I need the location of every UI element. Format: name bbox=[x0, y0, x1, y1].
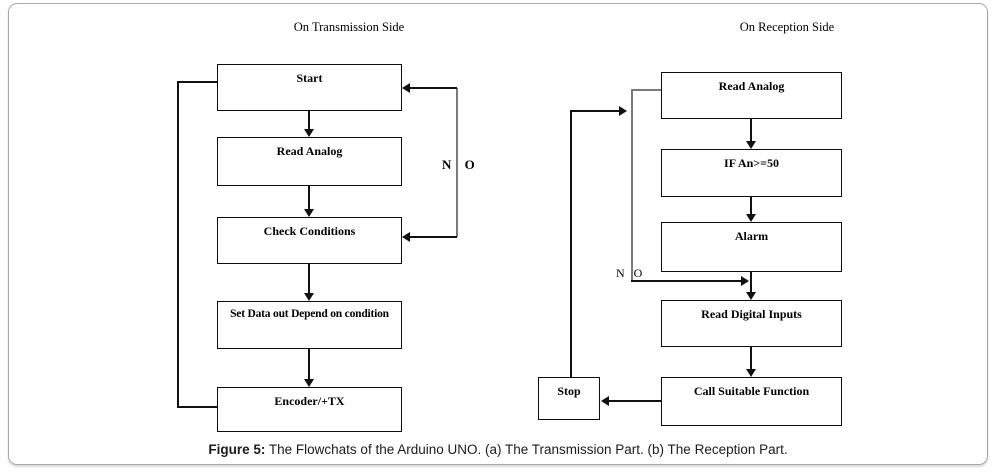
arrowhead-right-icon bbox=[741, 276, 749, 286]
no-branch-label-rx: N O bbox=[616, 266, 646, 280]
arrowhead-down-icon bbox=[304, 129, 314, 137]
connector-setdata-to-encoder bbox=[308, 349, 310, 381]
connector-loop-top-tx bbox=[177, 81, 217, 83]
figure-caption: Figure 5: The Flowchats of the Arduino U… bbox=[9, 442, 987, 457]
connector-check-to-setdata bbox=[308, 264, 310, 295]
caption-prefix: Figure 5: bbox=[208, 442, 266, 457]
arrowhead-down-icon bbox=[746, 369, 756, 377]
connector-loop-bottom-tx bbox=[177, 406, 217, 408]
node-if-condition: IF An>=50 bbox=[661, 149, 842, 197]
connector-read-to-if bbox=[750, 119, 752, 143]
node-encoder-tx: Encoder/+TX bbox=[217, 387, 402, 432]
node-alarm: Alarm bbox=[661, 222, 842, 272]
node-check-conditions: Check Conditions bbox=[217, 217, 402, 264]
node-read-analog-tx: Read Analog bbox=[217, 137, 402, 186]
connector-stop-loop-vertical bbox=[570, 111, 572, 377]
arrowhead-down-icon bbox=[746, 214, 756, 222]
arrowhead-left-icon bbox=[402, 83, 410, 93]
connector-no-to-check bbox=[409, 236, 457, 238]
node-set-data-out: Set Data out Depend on condition bbox=[217, 301, 402, 349]
connector-start-to-read bbox=[308, 111, 310, 131]
no-branch-label-tx: N O bbox=[442, 157, 480, 172]
arrowhead-down-icon bbox=[746, 292, 756, 300]
arrowhead-right-icon bbox=[619, 106, 627, 116]
reception-title: On Reception Side bbox=[739, 20, 835, 34]
connector-read-to-check bbox=[308, 186, 310, 211]
connector-no-vertical-rx bbox=[631, 89, 633, 281]
connector-no-vertical-tx bbox=[456, 88, 458, 237]
connector-if-to-alarm bbox=[750, 197, 752, 216]
connector-loop-vertical-tx bbox=[177, 81, 179, 408]
node-stop: Stop bbox=[538, 377, 600, 420]
figure-card: On Transmission Side Start Read Analog C… bbox=[8, 3, 988, 465]
caption-text: The Flowchats of the Arduino UNO. (a) Th… bbox=[265, 442, 788, 457]
connector-stop-loop-top bbox=[570, 110, 619, 112]
arrowhead-down-icon bbox=[304, 379, 314, 387]
connector-call-to-stop bbox=[608, 400, 661, 402]
arrowhead-left-icon bbox=[402, 232, 410, 242]
node-start: Start bbox=[217, 64, 402, 111]
node-read-analog-rx: Read Analog bbox=[661, 72, 842, 119]
node-read-digital-inputs: Read Digital Inputs bbox=[661, 300, 842, 347]
transmission-title: On Transmission Side bbox=[293, 20, 405, 34]
arrowhead-left-icon bbox=[601, 396, 609, 406]
arrowhead-down-icon bbox=[304, 209, 314, 217]
connector-alarm-to-digital bbox=[750, 272, 752, 294]
connector-digital-to-call bbox=[750, 347, 752, 371]
arrowhead-down-icon bbox=[304, 293, 314, 301]
connector-no-to-digital bbox=[631, 280, 742, 282]
connector-no-top-rx bbox=[631, 89, 661, 91]
connector-no-to-start bbox=[409, 87, 457, 89]
arrowhead-down-icon bbox=[746, 141, 756, 149]
node-call-suitable-function: Call Suitable Function bbox=[661, 377, 842, 426]
